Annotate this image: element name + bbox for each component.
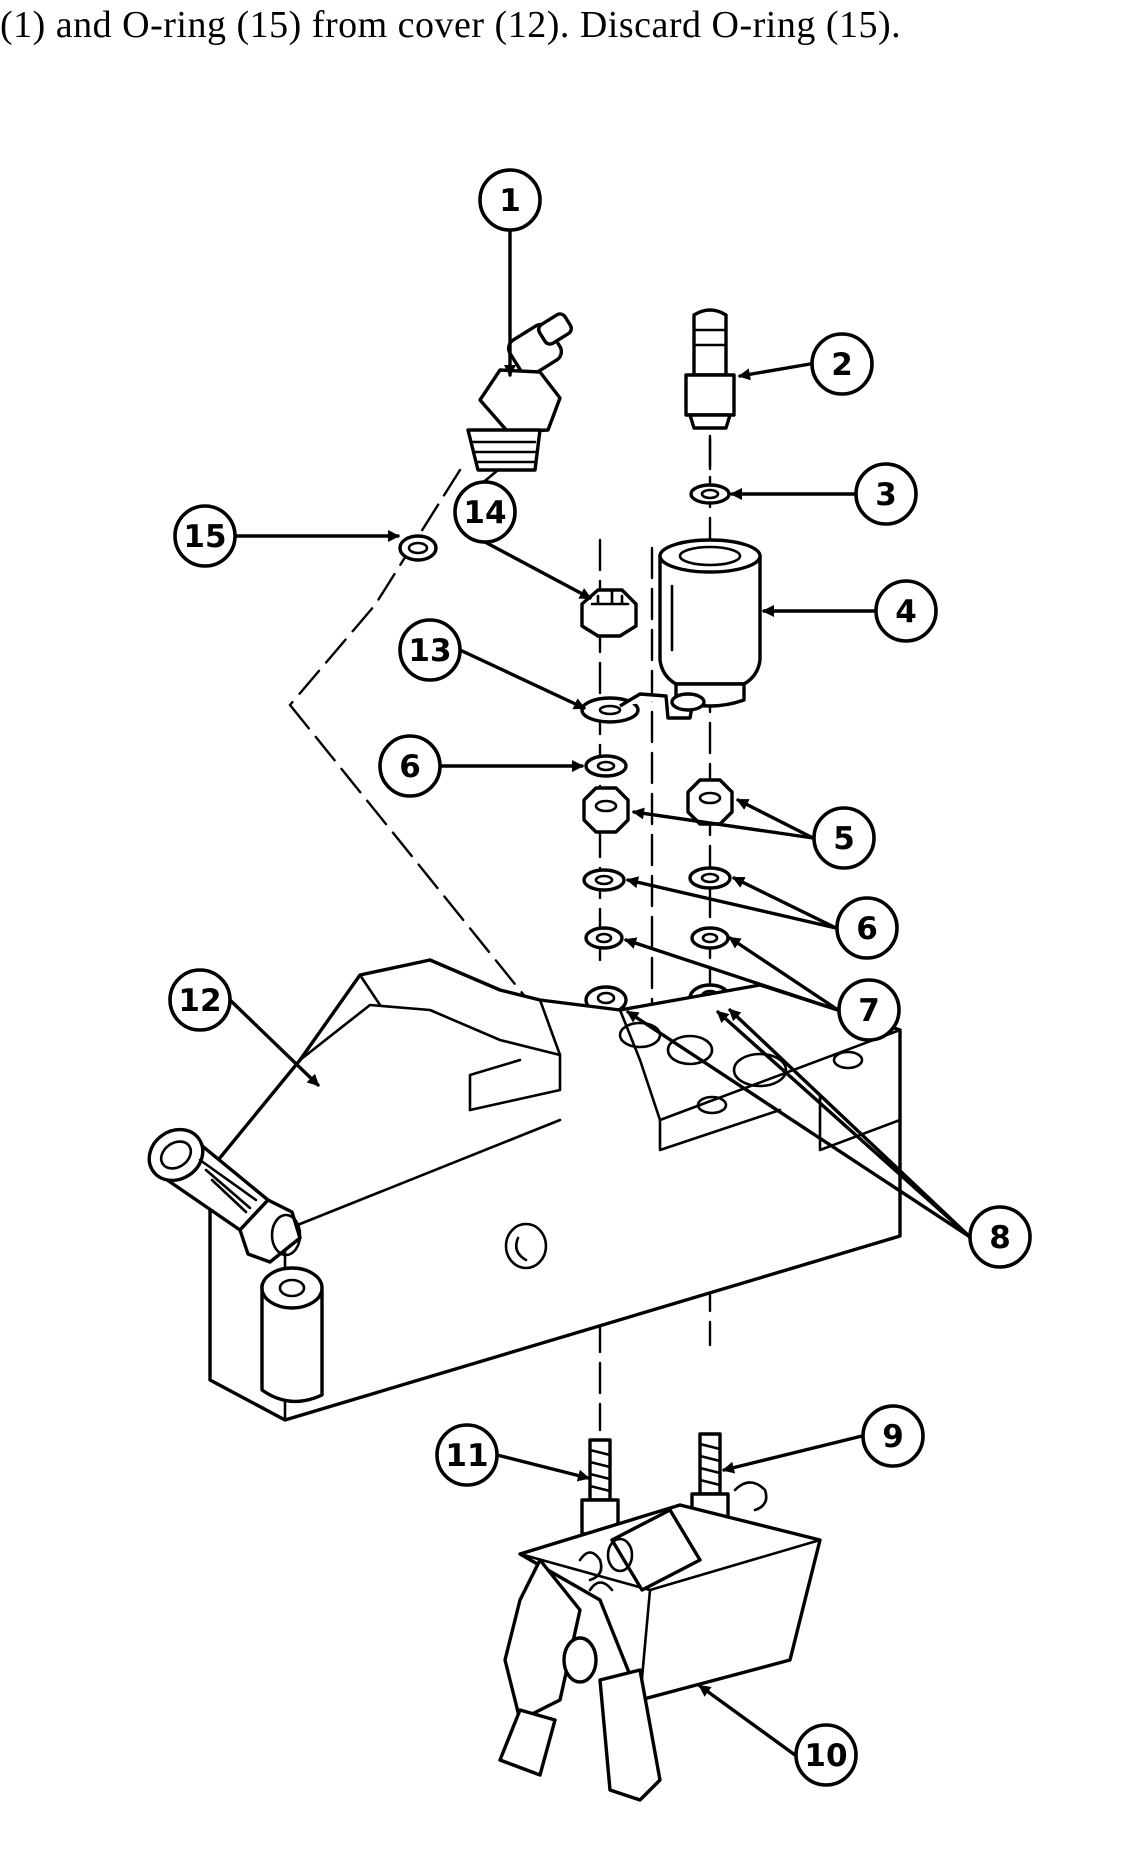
svg-text:6: 6	[399, 749, 421, 785]
callout-6-left: 6	[378, 734, 442, 798]
svg-text:1: 1	[499, 183, 521, 219]
svg-text:5: 5	[833, 821, 855, 857]
svg-text:3: 3	[875, 477, 897, 513]
callout-3: 3	[854, 462, 918, 526]
callout-7: 7	[837, 978, 901, 1042]
screw-part-11	[580, 1438, 620, 1536]
leader-lines	[228, 228, 972, 1757]
hose-fitting-part-2	[684, 308, 736, 430]
callout-9: 9	[861, 1404, 925, 1468]
svg-text:4: 4	[895, 594, 917, 630]
callout-1: 1	[478, 168, 542, 232]
callout-15: 15	[173, 504, 237, 568]
svg-text:12: 12	[178, 983, 221, 1019]
svg-text:8: 8	[989, 1220, 1011, 1256]
left-hardware-stack	[582, 754, 630, 1015]
callout-12: 12	[168, 968, 232, 1032]
bracket-washer-part-13	[580, 692, 706, 724]
svg-text:11: 11	[445, 1438, 488, 1474]
svg-text:7: 7	[858, 993, 880, 1029]
svg-text:13: 13	[408, 633, 451, 669]
instruction-text: (1) and O-ring (15) from cover (12). Dis…	[0, 4, 902, 46]
svg-text:2: 2	[831, 347, 853, 383]
castle-nut-part-14	[580, 588, 638, 638]
callout-14: 14	[453, 480, 517, 544]
inlet-fitting	[147, 1127, 302, 1264]
svg-text:15: 15	[183, 519, 226, 555]
o-ring-part-15	[398, 534, 438, 562]
cover-part-12	[208, 958, 902, 1422]
svg-text:14: 14	[463, 495, 506, 531]
callout-8: 8	[968, 1205, 1032, 1269]
callout-10: 10	[794, 1723, 858, 1787]
gasket-part-3	[689, 483, 731, 505]
filter-housing-part-4	[658, 538, 762, 708]
callout-11: 11	[435, 1423, 499, 1487]
svg-text:10: 10	[804, 1738, 847, 1774]
callout-2: 2	[810, 332, 874, 396]
callout-5: 5	[812, 806, 876, 870]
callout-13: 13	[398, 618, 462, 682]
bracket-part-10	[498, 1481, 822, 1802]
callout-4: 4	[874, 579, 938, 643]
sender-part-1	[460, 312, 573, 502]
svg-text:6: 6	[856, 911, 878, 947]
callout-6-right: 6	[835, 896, 899, 960]
svg-text:9: 9	[882, 1419, 904, 1455]
